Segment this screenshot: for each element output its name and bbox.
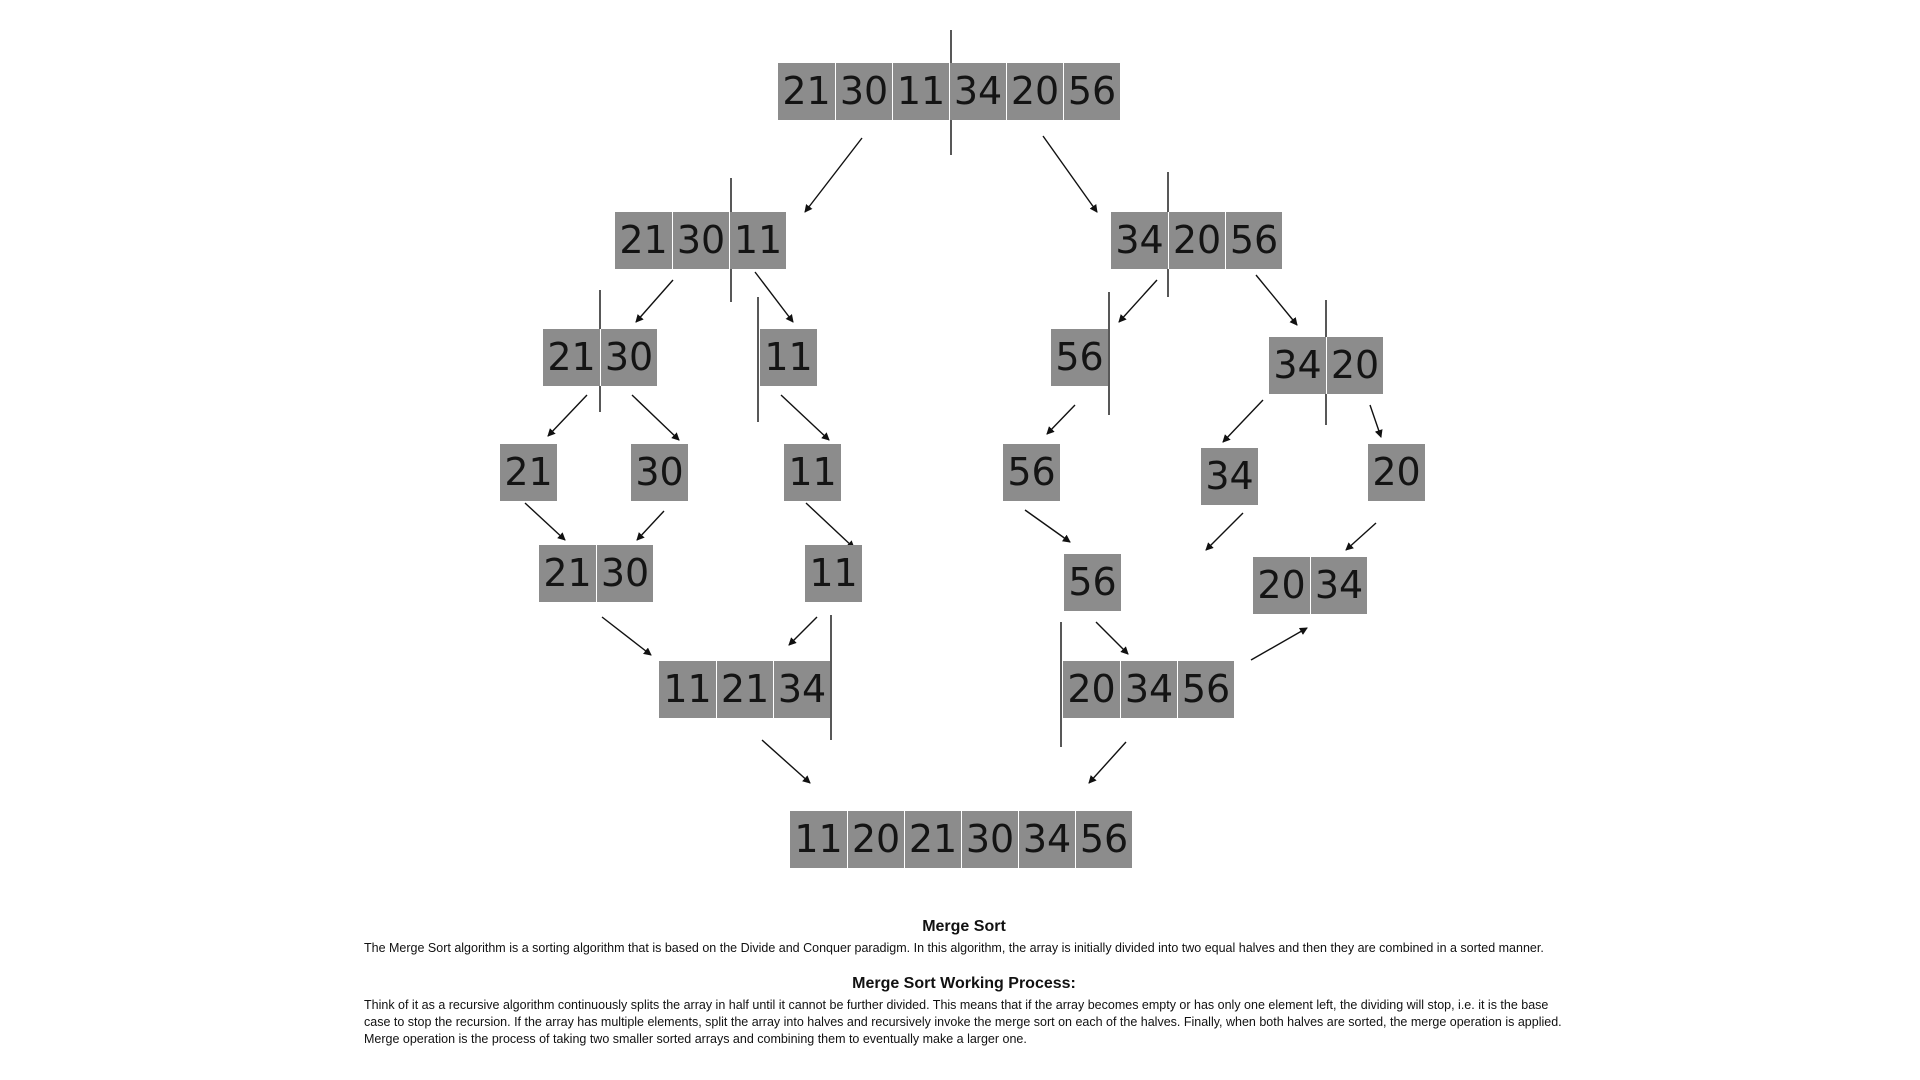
array-cell: 30 [672, 212, 729, 269]
array-cell: 34 [1269, 337, 1326, 394]
array-box: 30 [631, 444, 688, 501]
array-cell: 34 [1310, 557, 1367, 614]
array-box: 34 [1201, 448, 1258, 505]
array-cell: 20 [1368, 444, 1425, 501]
arrow-line [1250, 627, 1308, 661]
arrow-line [524, 502, 566, 541]
arrow-line [635, 279, 674, 323]
array-cell: 20 [1253, 557, 1310, 614]
array-cell: 11 [790, 811, 847, 868]
working-process-body: Think of it as a recursive algorithm con… [364, 998, 1562, 1046]
array-cell: 34 [949, 63, 1006, 120]
array-cell: 34 [1111, 212, 1168, 269]
array-cell: 34 [1201, 448, 1258, 505]
array-cell: 20 [1168, 212, 1225, 269]
arrow-line [804, 137, 863, 213]
arrow-line [788, 616, 818, 646]
array-cell: 56 [1075, 811, 1132, 868]
merge-sort-title: Merge Sort [922, 918, 1006, 935]
array-cell: 21 [615, 212, 672, 269]
array-cell: 20 [847, 811, 904, 868]
array-cell: 30 [961, 811, 1018, 868]
arrow-line [805, 502, 855, 549]
array-cell: 20 [1326, 337, 1383, 394]
arrow-line [1255, 274, 1298, 326]
array-cell: 56 [1225, 212, 1282, 269]
arrow-line [1222, 399, 1264, 443]
array-cell: 56 [1003, 444, 1060, 501]
array-cell: 21 [778, 63, 835, 120]
array-cell: 11 [729, 212, 786, 269]
arrow-line [1042, 135, 1098, 213]
array-cell: 30 [835, 63, 892, 120]
array-cell: 21 [543, 329, 600, 386]
merge-sort-intro: The Merge Sort algorithm is a sorting al… [364, 941, 1544, 955]
array-cell: 30 [596, 545, 653, 602]
array-cell: 11 [659, 661, 716, 718]
array-cell: 34 [773, 661, 830, 718]
arrow-line [780, 394, 830, 441]
arrow-line [631, 394, 680, 441]
arrow-line [1088, 741, 1127, 784]
array-cell: 11 [892, 63, 949, 120]
arrow-line [1205, 512, 1244, 551]
array-box: 11 [784, 444, 841, 501]
array-box: 56 [1051, 329, 1108, 386]
array-cell: 20 [1006, 63, 1063, 120]
arrow-line [636, 510, 665, 541]
array-box: 11 [805, 545, 862, 602]
arrow-line [754, 271, 794, 323]
arrow-line [1046, 404, 1076, 435]
array-cell: 56 [1063, 63, 1120, 120]
array-cell: 11 [805, 545, 862, 602]
array-cell: 30 [631, 444, 688, 501]
arrow-line [761, 739, 811, 784]
array-cell: 11 [760, 329, 817, 386]
array-cell: 11 [784, 444, 841, 501]
array-box: 11 [760, 329, 817, 386]
array-cell: 30 [600, 329, 657, 386]
array-box: 20 [1368, 444, 1425, 501]
array-cell: 20 [1063, 661, 1120, 718]
arrow-line [1024, 509, 1071, 543]
arrow-line [1369, 404, 1383, 438]
arrow-line [1118, 279, 1158, 323]
array-cell: 56 [1177, 661, 1234, 718]
array-cell: 34 [1018, 811, 1075, 868]
array-box: 56 [1064, 554, 1121, 611]
arrow-line [1345, 522, 1377, 551]
array-cell: 21 [500, 444, 557, 501]
array-box: 56 [1003, 444, 1060, 501]
arrow-line [601, 616, 652, 656]
array-cell: 21 [539, 545, 596, 602]
working-process-title: Merge Sort Working Process: [852, 975, 1076, 992]
array-box: 21 [500, 444, 557, 501]
arrow-line [1095, 621, 1129, 655]
array-cell: 21 [904, 811, 961, 868]
array-cell: 21 [716, 661, 773, 718]
arrow-line [547, 394, 588, 437]
array-cell: 56 [1051, 329, 1108, 386]
array-cell: 56 [1064, 554, 1121, 611]
array-cell: 34 [1120, 661, 1177, 718]
